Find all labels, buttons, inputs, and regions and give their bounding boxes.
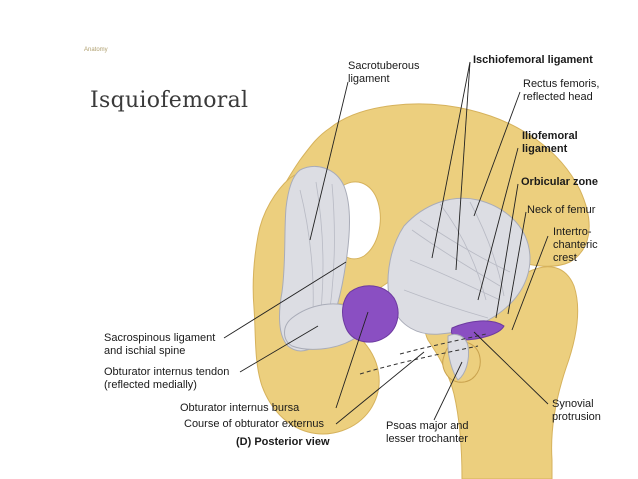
obturator-internus-bursa-shape bbox=[342, 285, 399, 343]
label-sacrotuberous-ligament: Sacrotuberous ligament bbox=[348, 60, 420, 85]
view-caption: (D) Posterior view bbox=[236, 436, 330, 448]
running-head: Anatomy bbox=[84, 47, 108, 53]
label-psoas-major: Psoas major and lesser trochanter bbox=[386, 420, 469, 445]
label-intertrochanteric-crest: Intertro- chanteric crest bbox=[553, 226, 598, 264]
label-obturator-internus-bursa: Obturator internus bursa bbox=[180, 402, 300, 414]
label-orbicular-zone: Orbicular zone bbox=[521, 176, 599, 188]
label-synovial-protrusion: Synovial protrusion bbox=[552, 398, 601, 423]
label-rectus-femoris: Rectus femoris, reflected head bbox=[523, 78, 600, 103]
label-obturator-internus-tendon: Obturator internus tendon (reflected med… bbox=[104, 366, 230, 391]
label-obturator-externus-course: Course of obturator externus bbox=[184, 418, 325, 430]
psoas-tendon-shape bbox=[447, 333, 469, 381]
label-sacrospinous-ligament: Sacrospinous ligament and ischial spine bbox=[104, 332, 216, 357]
label-ischiofemoral-ligament: Ischiofemoral ligament bbox=[473, 54, 593, 66]
label-neck-of-femur: Neck of femur bbox=[527, 204, 596, 216]
obturator-externus-course bbox=[359, 345, 479, 375]
page-title: Isquiofemoral bbox=[90, 88, 249, 113]
leader-lines bbox=[223, 61, 549, 425]
label-iliofemoral-ligament: Iliofemoral ligament bbox=[522, 130, 578, 155]
